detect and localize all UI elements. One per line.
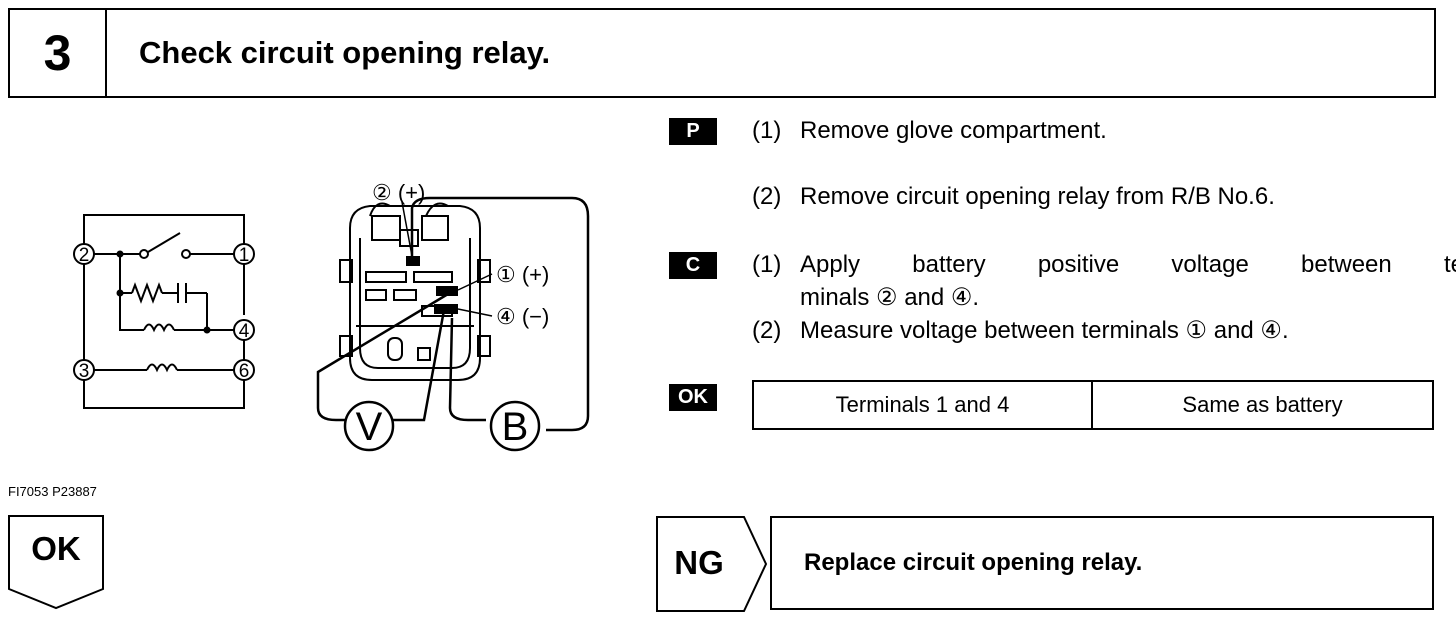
- relay-schematic: 2 1 4 3 6: [73, 214, 255, 409]
- prep-step-2: (2) Remove circuit opening relay from R/B…: [752, 180, 1275, 213]
- step-header: 3 Check circuit opening relay.: [8, 8, 1436, 98]
- spec-table: Terminals 1 and 4 Same as battery: [752, 380, 1434, 430]
- prep-step-1-number: (1): [752, 117, 782, 144]
- check-step-1-continued: minals ② and ④.: [800, 284, 980, 311]
- word: positive: [1037, 251, 1120, 278]
- schematic-terminal: 3: [73, 359, 95, 382]
- battery-symbol: B: [489, 400, 541, 452]
- svg-text:1: 1: [239, 245, 250, 266]
- svg-text:V: V: [356, 405, 383, 449]
- check-step-2-text: Measure voltage between terminals ① and …: [800, 317, 1289, 344]
- svg-text:2: 2: [79, 245, 90, 266]
- schematic-terminal: 2: [73, 243, 95, 266]
- spec-terminals-cell: Terminals 1 and 4: [754, 382, 1093, 428]
- ok-label: OK: [31, 530, 81, 567]
- schematic-terminal: 4: [233, 319, 255, 342]
- word: ter-: [1443, 251, 1456, 278]
- svg-text:6: 6: [239, 361, 250, 382]
- ok-flag: [8, 515, 104, 610]
- ng-flag: [656, 516, 768, 612]
- ok-spec-tag: OK: [669, 384, 717, 411]
- terminal-1-label: ① (+): [496, 262, 549, 287]
- voltmeter: V: [343, 400, 395, 452]
- check-step-2: (2) Measure voltage between terminals ① a…: [752, 314, 1289, 347]
- check-step-1: (1) Apply battery positive voltage betwe…: [752, 248, 1456, 281]
- word: voltage: [1171, 251, 1249, 278]
- check-step-2-number: (2): [752, 317, 782, 344]
- ng-label: NG: [674, 544, 724, 581]
- check-step-1-number: (1): [752, 251, 782, 278]
- terminal-4-label: ④ (−): [496, 304, 549, 329]
- word: between: [1301, 251, 1392, 278]
- check-tag: C: [669, 252, 717, 279]
- check-step-1-text: Apply battery positive voltage between t…: [800, 248, 1456, 281]
- prep-step-1-text: Remove glove compartment.: [800, 117, 1107, 144]
- svg-text:B: B: [502, 405, 529, 449]
- connector-diagram: V B ② (+) ① (+) ④ (−): [316, 180, 590, 452]
- word: battery: [912, 251, 986, 278]
- prep-step-1: (1) Remove glove compartment.: [752, 114, 1107, 147]
- prep-step-2-number: (2): [752, 183, 782, 210]
- terminal-2-label: ② (+): [372, 180, 425, 205]
- ng-action-box: Replace circuit opening relay.: [770, 516, 1434, 610]
- schematic-terminal: 6: [233, 359, 255, 382]
- svg-text:3: 3: [79, 361, 90, 382]
- prep-step-2-text: Remove circuit opening relay from R/B No…: [800, 183, 1275, 210]
- schematic-terminal: 1: [233, 243, 255, 266]
- step-title: Check circuit opening relay.: [139, 35, 551, 70]
- figure-code: FI7053 P23887: [8, 484, 97, 499]
- svg-text:4: 4: [239, 321, 250, 342]
- prep-tag: P: [669, 118, 717, 145]
- word: Apply: [800, 251, 861, 278]
- spec-value-cell: Same as battery: [1182, 392, 1343, 417]
- step-number: 3: [10, 10, 107, 96]
